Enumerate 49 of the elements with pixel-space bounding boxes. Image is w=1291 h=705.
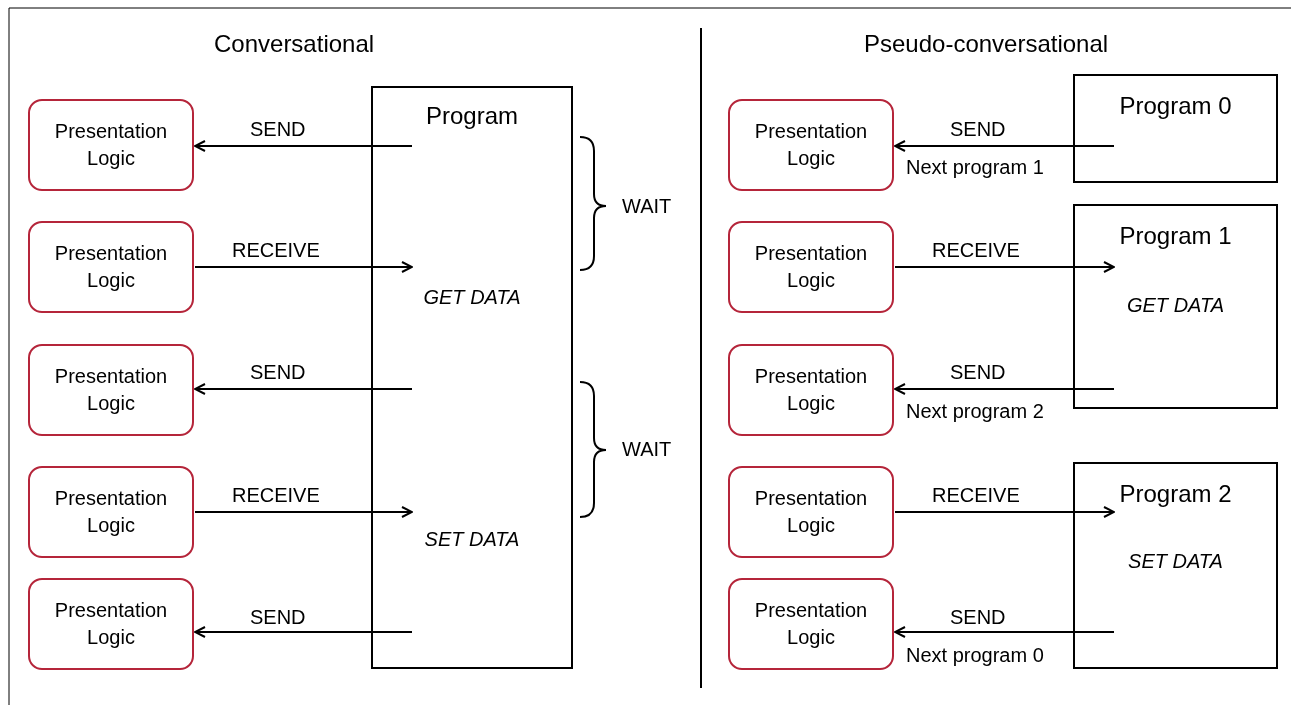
node-title: Presentation Logic — [53, 598, 169, 650]
logic-box — [28, 344, 194, 436]
node-title: Presentation Logic — [53, 486, 169, 538]
arrow — [194, 261, 413, 273]
node-title: Presentation Logic — [53, 119, 169, 171]
logic-box — [28, 466, 194, 558]
node-title: Presentation Logic — [753, 598, 869, 650]
program-box — [1073, 204, 1278, 409]
arrow — [894, 506, 1115, 518]
node-title: Program 0 — [1118, 92, 1233, 120]
edge-note: Next program 2 — [906, 400, 1044, 423]
node-title: Presentation Logic — [53, 364, 169, 416]
arrow — [894, 261, 1115, 273]
logic-box — [28, 221, 194, 313]
logic-box — [728, 466, 894, 558]
arrow — [894, 140, 1115, 152]
arrow — [894, 383, 1115, 395]
arrow — [894, 626, 1115, 638]
node-title: Presentation Logic — [53, 241, 169, 293]
node-title: Presentation Logic — [753, 119, 869, 171]
arrow — [194, 506, 413, 518]
logic-box — [728, 221, 894, 313]
node-title: Presentation Logic — [753, 486, 869, 538]
section-heading: Pseudo-conversational — [864, 30, 1109, 58]
edge-note: Next program 0 — [906, 644, 1044, 667]
logic-box — [728, 99, 894, 191]
arrow — [194, 383, 413, 395]
logic-box — [728, 578, 894, 670]
node-text: GET DATA — [422, 286, 522, 309]
program-box — [371, 86, 573, 669]
wait-label: WAIT — [622, 195, 672, 218]
arrow — [194, 140, 413, 152]
node-text: SET DATA — [1127, 550, 1224, 573]
logic-box — [28, 99, 194, 191]
node-title: Program 2 — [1118, 480, 1233, 508]
logic-box — [28, 578, 194, 670]
node-title: Program — [425, 102, 519, 130]
edge-note: Next program 1 — [906, 156, 1044, 179]
node-title: Program 1 — [1118, 222, 1233, 250]
wait-label: WAIT — [622, 438, 672, 461]
node-text: GET DATA — [1125, 294, 1225, 317]
logic-box — [728, 344, 894, 436]
node-title: Presentation Logic — [753, 364, 869, 416]
section-heading: Conversational — [214, 30, 375, 58]
node-text: SET DATA — [423, 528, 521, 551]
program-box — [1073, 74, 1278, 183]
program-box — [1073, 462, 1278, 669]
arrow — [194, 626, 413, 638]
node-title: Presentation Logic — [753, 241, 869, 293]
